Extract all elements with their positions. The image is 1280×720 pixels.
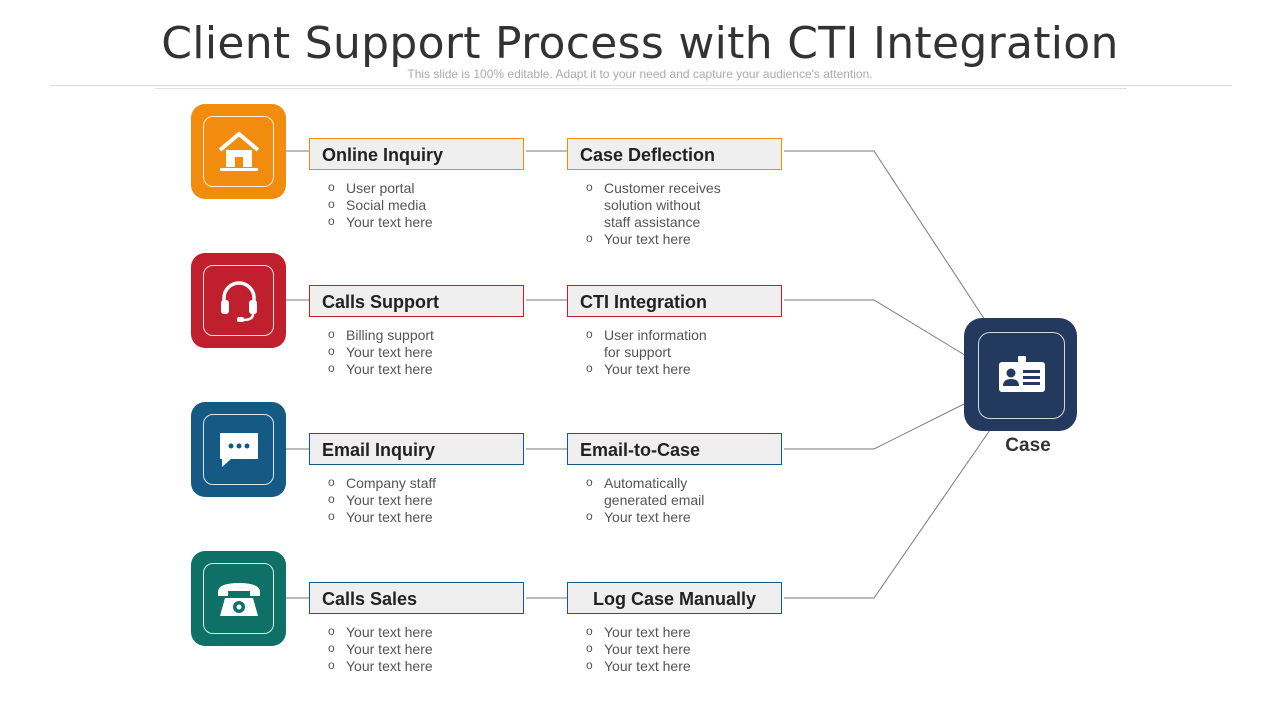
online-inquiry-bullets: User portal Social media Your text here: [328, 179, 498, 231]
email-to-case-bullets: Automatically generated email Your text …: [586, 474, 726, 526]
page-title: Client Support Process with CTI Integrat…: [161, 18, 1119, 69]
connector-row3-case: [784, 401, 969, 450]
list-item: Your text here: [586, 230, 721, 248]
page-subtitle: This slide is 100% editable. Adapt it to…: [407, 67, 873, 81]
cti-integration-box: CTI Integration: [567, 285, 782, 317]
chat-bubble-icon: [203, 414, 274, 485]
home-icon: [203, 116, 274, 187]
calls-support-box: Calls Support: [309, 285, 524, 317]
list-item: Your text here: [328, 360, 498, 378]
row2-icon-tile: [191, 253, 286, 348]
email-to-case-box: Email-to-Case: [567, 433, 782, 465]
list-item: Company staff: [328, 474, 498, 492]
list-item: Billing support: [328, 326, 498, 344]
list-item: Your text here: [328, 508, 498, 526]
email-inquiry-bullets: Company staff Your text here Your text h…: [328, 474, 498, 526]
list-item: Social media: [328, 196, 498, 214]
headset-icon: [203, 265, 274, 336]
case-deflection-bullets: Customer receives solution without staff…: [586, 179, 721, 248]
calls-sales-bullets: Your text here Your text here Your text …: [328, 623, 498, 675]
list-item: Your text here: [328, 491, 498, 509]
list-item: Automatically generated email: [586, 474, 726, 509]
list-item: User portal: [328, 179, 498, 197]
cti-integration-bullets: User information for support Your text h…: [586, 326, 726, 378]
list-item: Your text here: [586, 508, 726, 526]
list-item: Customer receives solution without staff…: [586, 179, 721, 231]
case-label: Case: [1005, 435, 1051, 456]
telephone-icon: [203, 563, 274, 634]
row4-icon-tile: [191, 551, 286, 646]
title-divider-inner: [155, 88, 1127, 89]
row1-icon-tile: [191, 104, 286, 199]
case-deflection-box: Case Deflection: [567, 138, 782, 170]
list-item: Your text here: [328, 213, 498, 231]
list-item: User information for support: [586, 326, 726, 361]
list-item: Your text here: [328, 657, 498, 675]
list-item: Your text here: [328, 640, 498, 658]
list-item: Your text here: [328, 343, 498, 361]
calls-sales-box: Calls Sales: [309, 582, 524, 614]
connector-row4-case: [784, 429, 991, 599]
online-inquiry-box: Online Inquiry: [309, 138, 524, 170]
id-card-icon: [978, 332, 1065, 419]
list-item: Your text here: [586, 657, 726, 675]
email-inquiry-box: Email Inquiry: [309, 433, 524, 465]
connector-row2-case: [784, 299, 969, 358]
list-item: Your text here: [586, 360, 726, 378]
list-item: Your text here: [586, 640, 726, 658]
connector-row1-case: [784, 150, 986, 321]
log-case-manually-box: Log Case Manually: [567, 582, 782, 614]
log-case-manually-bullets: Your text here Your text here Your text …: [586, 623, 726, 675]
calls-support-bullets: Billing support Your text here Your text…: [328, 326, 498, 378]
row3-icon-tile: [191, 402, 286, 497]
title-divider: [50, 85, 1232, 86]
case-icon-tile: [964, 318, 1077, 431]
list-item: Your text here: [586, 623, 726, 641]
list-item: Your text here: [328, 623, 498, 641]
